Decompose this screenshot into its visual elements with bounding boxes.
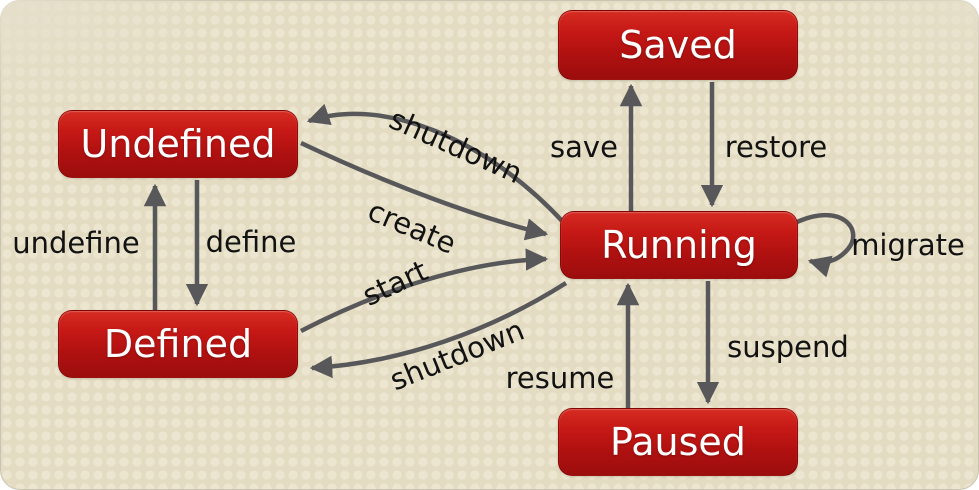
transition-label-migrate: migrate [851, 228, 965, 262]
state-box-undefined: Undefined [58, 110, 298, 178]
edge-start-arrow [299, 248, 549, 333]
edge-shutdown-bottom-arrow [309, 281, 568, 379]
state-label-running: Running [601, 223, 757, 267]
transition-label-suspend: suspend [727, 330, 849, 364]
edge-migrate-loop-arrow [796, 212, 856, 278]
state-label-paused: Paused [610, 420, 746, 464]
transition-label-save: save [550, 130, 618, 164]
edge-create-arrow [300, 140, 549, 241]
state-box-defined: Defined [58, 310, 298, 378]
transition-label-restore: restore [724, 130, 828, 164]
state-label-undefined: Undefined [80, 122, 276, 166]
state-label-saved: Saved [619, 23, 737, 67]
edge-shutdown-top-arrow [306, 103, 566, 225]
transition-label-undefine: undefine [12, 226, 140, 260]
transition-label-resume: resume [505, 361, 615, 395]
transition-label-define: define [205, 225, 297, 259]
state-label-defined: Defined [103, 322, 253, 366]
state-box-saved: Saved [558, 10, 798, 80]
state-box-paused: Paused [558, 408, 798, 476]
state-box-running: Running [560, 211, 798, 279]
